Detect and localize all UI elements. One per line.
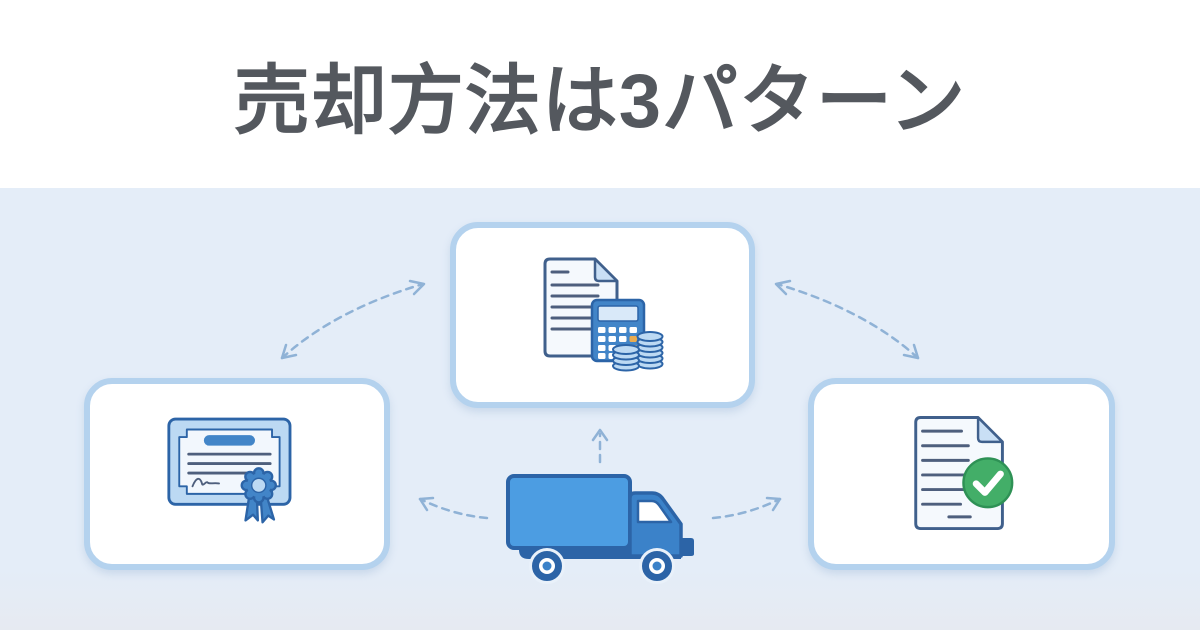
arrow-top-card-right-card	[774, 279, 920, 360]
truck-wheel-front	[639, 548, 675, 584]
delivery-truck-icon	[506, 474, 694, 584]
card-right	[808, 378, 1115, 570]
document-calculator-coins-icon	[543, 257, 663, 372]
card-top	[450, 222, 755, 408]
card-left	[84, 378, 390, 570]
header: 売却方法は3パターン	[0, 0, 1200, 188]
arrow-left-card-top-card	[280, 279, 426, 360]
page-title: 売却方法は3パターン	[233, 59, 967, 144]
coin-stack-icon	[611, 331, 663, 372]
document-approved-icon	[913, 416, 1013, 531]
certificate-award-icon	[167, 417, 292, 524]
diagram-area	[0, 188, 1200, 630]
arrow-truck-to-left-card	[418, 496, 489, 520]
truck-wheel-rear	[529, 548, 565, 584]
award-ribbon-icon	[240, 467, 277, 524]
arrow-truck-to-right-card	[711, 496, 782, 520]
check-circle-icon	[961, 457, 1013, 509]
arrow-truck-to-top-card	[591, 428, 609, 464]
